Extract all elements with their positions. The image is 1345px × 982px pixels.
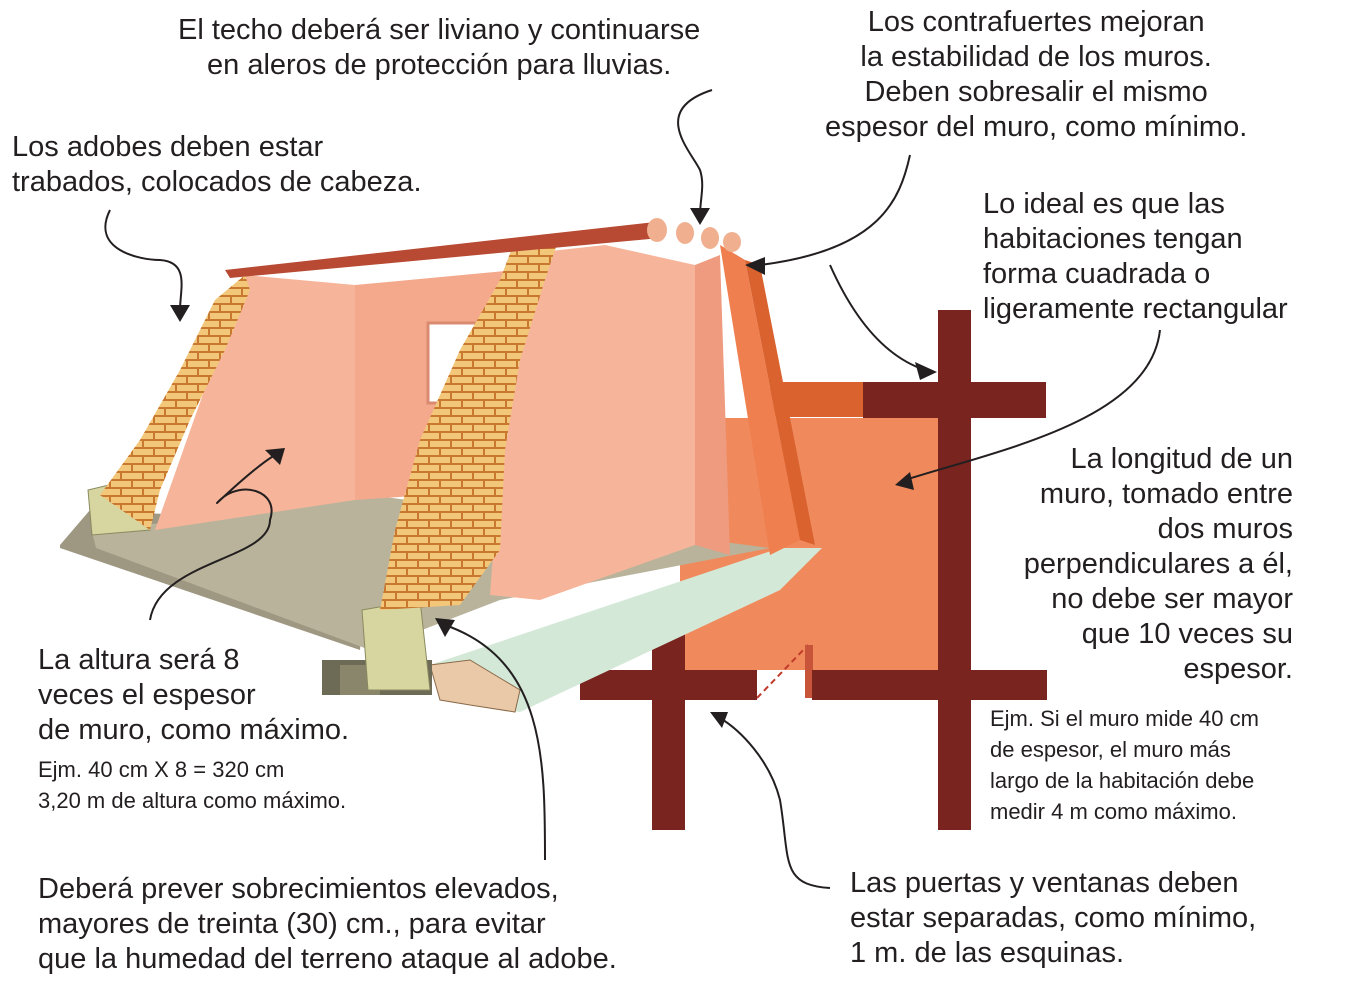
arrowhead-adobes xyxy=(170,305,190,322)
arrowhead-openings xyxy=(710,712,728,728)
roof-eaves xyxy=(225,218,741,278)
leader-buttress xyxy=(759,154,911,266)
adobes-line-1: Los adobes deben estar xyxy=(12,131,324,163)
roof-annotation: El techo deberá ser liviano y continuars… xyxy=(178,13,700,83)
openings-annotation: Las puertas y ventanas deben estar separ… xyxy=(850,866,1256,971)
foundation-annotation: Deberá prever sobrecimientos elevados, m… xyxy=(38,872,617,977)
buttress-line-3: Deben sobresalir el mismo xyxy=(864,76,1208,108)
adobes-annotation: Los adobes deben estar trabados, colocad… xyxy=(12,130,422,200)
buttress-line-2: la estabilidad de los muros. xyxy=(860,41,1212,73)
arrowheads xyxy=(170,208,937,728)
buttress-line-4: espesor del muro, como mínimo. xyxy=(825,111,1248,143)
height-example-line-1: Ejm. 40 cm X 8 = 320 cm xyxy=(38,757,285,782)
arrowhead-wall-length xyxy=(895,472,914,490)
buttress xyxy=(720,245,815,555)
height-line-1: La altura será 8 xyxy=(38,644,240,676)
arrowhead-plan-corner xyxy=(915,362,937,380)
leader-adobes xyxy=(104,209,183,311)
height-example-line-2: 3,20 m de altura como máximo. xyxy=(38,788,347,813)
openings-line-1: Las puertas y ventanas deben xyxy=(850,867,1239,899)
arrowhead-height xyxy=(265,448,285,465)
roof-line-2: en aleros de protección para lluvias. xyxy=(207,49,672,81)
foundation-line-2: mayores de treinta (30) cm., para evitar xyxy=(38,908,546,940)
wall-example-line-3: largo de la habitación debe xyxy=(990,768,1255,793)
wall-example-line-4: medir 4 m como máximo. xyxy=(990,799,1237,824)
wall-length-annotation: La longitud de un muro, tomado entre dos… xyxy=(1024,442,1293,687)
wall-example-line-2: de espesor, el muro más xyxy=(990,737,1231,762)
openings-line-3: 1 m. de las esquinas. xyxy=(850,937,1125,969)
foundation-line-3: que la humedad del terreno ataque al ado… xyxy=(38,943,617,975)
plan-wall-left xyxy=(652,625,685,830)
leader-openings xyxy=(719,717,831,889)
room-shape-line-1: Lo ideal es que las xyxy=(983,188,1225,220)
leader-lines xyxy=(104,89,1161,889)
foundation-line-1: Deberá prever sobrecimientos elevados, xyxy=(38,873,559,905)
brick-sections xyxy=(100,235,560,610)
door-swing-line xyxy=(756,644,809,699)
buttress-line-1: Los contrafuertes mejoran xyxy=(867,6,1205,38)
plan-wall-bottom-left xyxy=(580,670,757,700)
wall-length-example: Ejm. Si el muro mide 40 cm de espesor, e… xyxy=(990,703,1259,827)
wall-length-line-5: no debe ser mayor xyxy=(1051,583,1293,615)
leader-foundation xyxy=(444,624,546,861)
room-shape-annotation: Lo ideal es que las habitaciones tengan … xyxy=(983,187,1288,327)
plan-wall-right xyxy=(938,310,971,830)
wall-length-line-4: perpendiculares a él, xyxy=(1023,548,1293,580)
height-example: Ejm. 40 cm X 8 = 320 cm 3,20 m de altura… xyxy=(38,754,346,816)
door-leaf xyxy=(805,645,813,698)
leader-height xyxy=(149,454,276,621)
arrowhead-roof xyxy=(690,208,710,225)
plan-wall-bottom-right xyxy=(812,670,1047,700)
wall-length-line-3: dos muros xyxy=(1157,513,1293,545)
height-annotation: La altura será 8 veces el espesor de mur… xyxy=(38,643,349,748)
leader-roof xyxy=(677,89,713,216)
roof-line-1: El techo deberá ser liviano y continuars… xyxy=(178,14,701,46)
leader-plan-corner xyxy=(829,264,926,371)
wall-length-line-2: muro, tomado entre xyxy=(1039,478,1293,510)
height-line-2: veces el espesor xyxy=(38,679,256,711)
room-shape-line-3: forma cuadrada o xyxy=(983,258,1211,290)
wall-example-line-1: Ejm. Si el muro mide 40 cm xyxy=(990,706,1259,731)
wall-length-line-6: que 10 veces su xyxy=(1081,618,1293,650)
buttress-annotation: Los contrafuertes mejoran la estabilidad… xyxy=(825,5,1247,145)
room-shape-line-4: ligeramente rectangular xyxy=(983,293,1288,325)
openings-line-2: estar separadas, como mínimo, xyxy=(850,902,1257,934)
wall-length-line-7: espesor. xyxy=(1183,653,1293,685)
adobes-line-2: trabados, colocados de cabeza. xyxy=(12,166,422,198)
arrowhead-foundation xyxy=(435,618,455,637)
leader-wall-length xyxy=(904,329,1161,481)
height-line-3: de muro, como máximo. xyxy=(38,714,350,746)
room-shape-line-2: habitaciones tengan xyxy=(983,223,1243,255)
wall-length-line-1: La longitud de un xyxy=(1070,443,1293,475)
arrowhead-buttress xyxy=(745,257,765,275)
